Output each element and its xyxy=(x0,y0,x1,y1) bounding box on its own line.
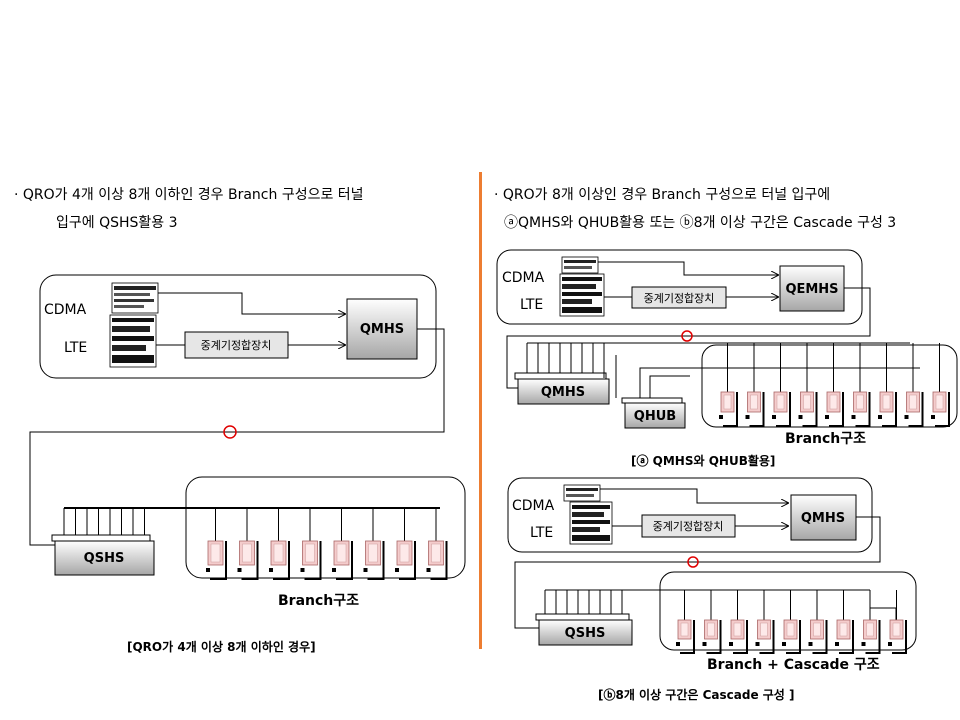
rb-qro-unit xyxy=(702,590,722,654)
left-qshs-label: QSHS xyxy=(84,551,125,566)
rt-qemhs-box xyxy=(779,265,845,312)
left-qmhs-label: QMHS xyxy=(360,322,404,337)
rb-qshs-label: QSHS xyxy=(565,626,606,641)
left-relay-box xyxy=(184,331,289,359)
rb-branch-box xyxy=(659,571,917,651)
left-branch-label: Branch구조 xyxy=(278,593,360,609)
left-repeater-device-image xyxy=(109,282,159,368)
rb-relay-box xyxy=(641,514,736,538)
left-branch-box xyxy=(185,476,466,579)
rt-qro-unit xyxy=(931,343,950,427)
left-relay-label: 중계기정합장치 xyxy=(201,339,272,352)
rb-qmhs-label: QMHS xyxy=(801,511,845,526)
left-qro-unit xyxy=(269,508,290,580)
rt-branch-box xyxy=(701,344,958,428)
left-qmhs-box xyxy=(346,298,418,360)
rb-qro-unit xyxy=(782,590,801,654)
left-qro-unit xyxy=(332,508,353,580)
rt-qro-unit xyxy=(719,343,738,427)
rt-qmhs-label: QMHS xyxy=(541,385,585,400)
left-lte-label: LTE xyxy=(64,340,88,356)
rb-qshs-box xyxy=(538,619,633,646)
right-top-diagram xyxy=(496,249,958,429)
rb-qro-unit xyxy=(676,590,695,654)
right-bottom-diagram xyxy=(507,477,917,654)
rb-qro-unit xyxy=(861,590,881,654)
left-caption: [QRO가 4개 이상 8개 이하인 경우] xyxy=(127,640,316,654)
left-qro-unit xyxy=(395,508,416,580)
rb-qro-unit xyxy=(755,590,775,654)
rt-qro-unit xyxy=(904,343,924,427)
rt-qro-unit xyxy=(825,343,844,427)
rt-cut-marker xyxy=(681,330,693,342)
left-bullet-line2: 입구에 QSHS활용 3 xyxy=(56,215,178,231)
rt-qro-unit xyxy=(745,343,765,427)
rt-qmhs-box xyxy=(517,378,610,405)
left-qshs-box xyxy=(54,540,155,576)
rt-relay-box xyxy=(631,286,727,309)
left-cdma-label: CDMA xyxy=(44,302,87,318)
rt-lte-label: LTE xyxy=(520,297,544,313)
left-qro-unit xyxy=(363,508,385,580)
rb-cdma-label: CDMA xyxy=(512,498,555,514)
rb-qro-unit xyxy=(808,590,828,654)
rb-relay-label: 중계기정합장치 xyxy=(653,520,724,533)
left-diagram xyxy=(29,274,466,580)
rt-caption: [ⓐ QMHS와 QHUB활용] xyxy=(631,454,776,468)
rt-qro-unit xyxy=(851,343,871,427)
left-qro-unit xyxy=(237,508,259,580)
rt-headend-box xyxy=(496,249,863,325)
rt-qhub-box xyxy=(624,402,686,429)
rt-repeater-device-image xyxy=(559,256,605,317)
rt-cdma-label: CDMA xyxy=(502,270,545,286)
rb-cut-marker xyxy=(687,556,699,568)
rt-qhub-label: QHUB xyxy=(634,409,676,424)
rt-relay-label: 중계기정합장치 xyxy=(644,292,715,305)
left-qro-unit xyxy=(426,508,448,580)
rt-qro-unit xyxy=(772,343,791,427)
rt-qro-unit xyxy=(798,343,818,427)
rt-branch-label: Branch구조 xyxy=(785,431,867,447)
left-qro-unit xyxy=(206,508,227,580)
rt-qemhs-label: QEMHS xyxy=(785,282,838,297)
left-cut-marker xyxy=(223,425,237,439)
rb-caption: [ⓑ8개 이상 구간은 Cascade 구성 ] xyxy=(598,688,795,702)
left-headend-box xyxy=(39,274,437,379)
left-bullet-line1: · QRO가 4개 이상 8개 이하인 경우 Branch 구성으로 터널 xyxy=(14,187,364,203)
rb-headend-box xyxy=(507,477,873,553)
rb-qro-unit xyxy=(729,590,748,654)
right-bullet-line2: ⓐQMHS와 QHUB활용 또는 ⓑ8개 이상 구간은 Cascade 구성 3 xyxy=(504,215,897,231)
center-divider xyxy=(479,172,482,649)
rb-branch-label: Branch + Cascade 구조 xyxy=(707,657,880,673)
rb-lte-label: LTE xyxy=(530,525,554,541)
rb-qro-unit xyxy=(888,590,907,654)
right-bullet-line1: · QRO가 8개 이상인 경우 Branch 구성으로 터널 입구에 xyxy=(494,187,831,203)
rb-repeater-device-image xyxy=(563,484,613,545)
rb-qro-unit xyxy=(835,590,854,654)
rt-qro-unit xyxy=(878,343,897,427)
rb-qmhs-box xyxy=(790,494,857,541)
left-qro-unit xyxy=(300,508,322,580)
